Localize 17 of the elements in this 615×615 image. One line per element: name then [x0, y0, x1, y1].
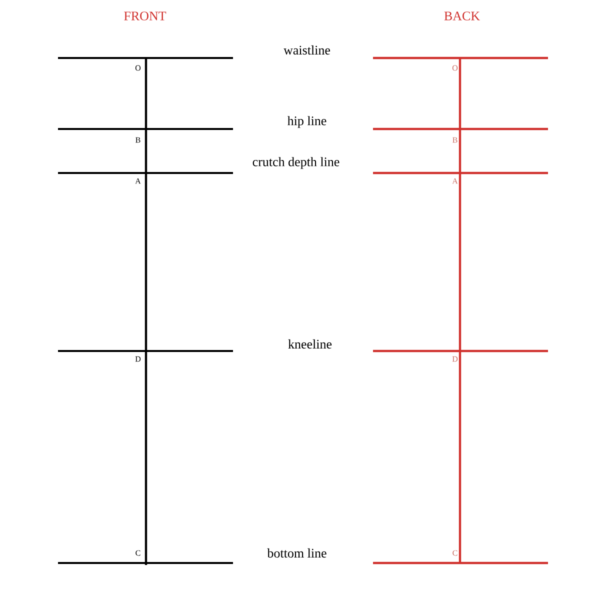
point-letter: O: [452, 65, 458, 71]
point-letter: D: [135, 356, 141, 362]
point-letter: C: [452, 550, 458, 556]
point-letter: A: [452, 178, 458, 184]
point-letter: D: [452, 356, 458, 362]
point-letter: O: [135, 65, 141, 71]
point-letter: B: [452, 137, 458, 143]
point-letter: C: [136, 550, 140, 556]
heading: FRONT: [124, 12, 166, 20]
point-letter: A: [135, 178, 141, 184]
line-label: crutch depth line: [252, 157, 340, 169]
line-label: kneeline: [288, 339, 332, 349]
line-label: bottom line: [267, 548, 326, 558]
line-label: waistline: [284, 45, 330, 55]
heading: BACK: [444, 12, 480, 20]
line-label: hip line: [287, 116, 326, 128]
point-letter: B: [136, 137, 140, 143]
